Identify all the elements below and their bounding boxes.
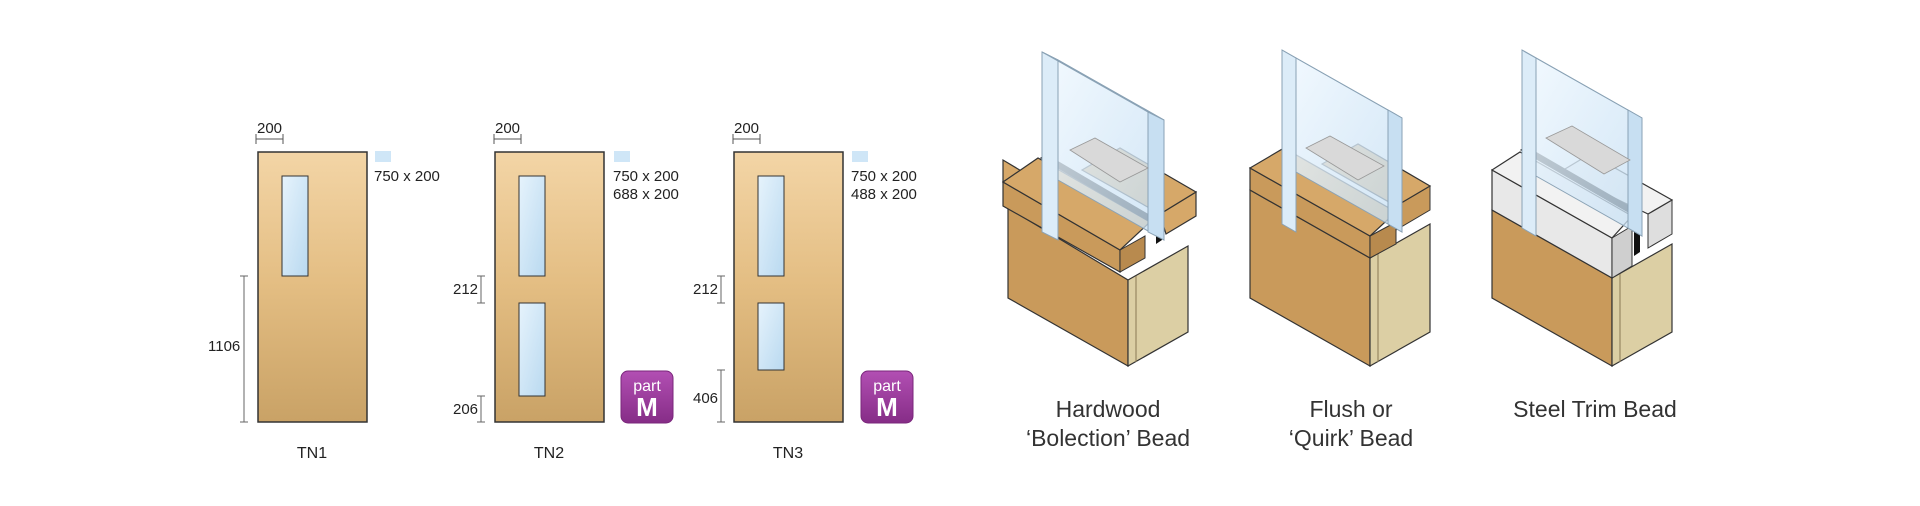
bead-hardwood-illustration — [1001, 51, 1198, 368]
vision-panel — [281, 175, 309, 277]
part-m-badge: part M — [620, 370, 674, 424]
dimension-label: 206 — [453, 401, 478, 418]
width-label: 200 — [495, 120, 520, 137]
size-label: 750 x 200 — [374, 168, 440, 185]
svg-text:M: M — [636, 392, 658, 422]
bead-steel-illustration — [1490, 49, 1674, 368]
dimension-label: 212 — [453, 281, 478, 298]
svg-text:part: part — [873, 378, 901, 395]
part-m-badge: part M — [860, 370, 914, 424]
bead-caption-line: Hardwood — [1056, 396, 1161, 422]
door-caption: TN2 — [534, 445, 564, 462]
vision-panel-lower — [518, 302, 546, 397]
size-label: 750 x 200 — [613, 168, 679, 185]
size-label: 750 x 200 — [851, 168, 917, 185]
bead-caption-line: Flush or — [1309, 396, 1392, 422]
vision-panel-upper — [518, 175, 546, 277]
size-label: 488 x 200 — [851, 186, 917, 203]
glass-swatch-icon — [614, 151, 630, 162]
door-leaf — [257, 151, 368, 423]
vision-panel-upper — [757, 175, 785, 277]
glass-swatch-icon — [375, 151, 391, 162]
size-label: 688 x 200 — [613, 186, 679, 203]
bead-caption-line: Steel Trim Bead — [1513, 396, 1677, 422]
bead-caption-line: ‘Quirk’ Bead — [1289, 425, 1413, 451]
door-leaf — [733, 151, 844, 423]
glass-swatch-icon — [852, 151, 868, 162]
door-leaf — [494, 151, 605, 423]
width-label: 200 — [734, 120, 759, 137]
door-tn3: 200 212 406 750 x 200 488 x 200 part M T… — [693, 120, 917, 462]
dimension-label: 406 — [693, 390, 718, 407]
door-caption: TN1 — [297, 445, 327, 462]
vision-panel-lower — [757, 302, 785, 371]
dimension-label: 212 — [693, 281, 718, 298]
door-tn1: 200 1106 750 x 200 TN1 — [208, 120, 440, 462]
dimension-label: 1106 — [208, 338, 240, 355]
bead-caption-line: ‘Bolection’ Bead — [1026, 425, 1190, 451]
bead-flush-illustration — [1248, 49, 1432, 368]
svg-text:M: M — [876, 392, 898, 422]
door-tn2: 200 212 206 750 x 200 688 x 200 part M T… — [453, 120, 679, 462]
door-caption: TN3 — [773, 445, 803, 462]
width-label: 200 — [257, 120, 282, 137]
svg-text:part: part — [633, 378, 661, 395]
